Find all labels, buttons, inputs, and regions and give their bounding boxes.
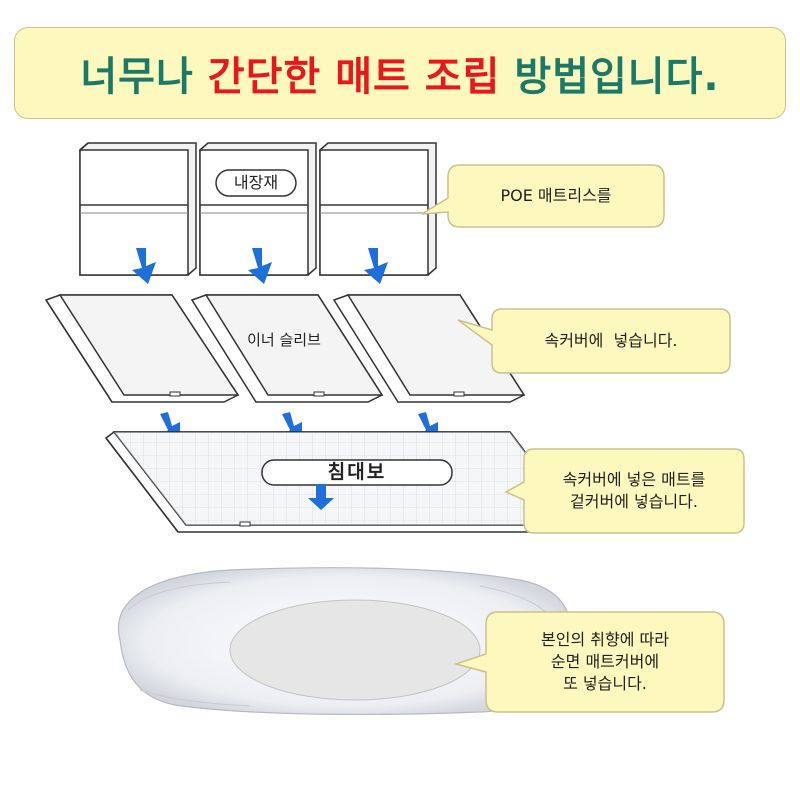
inner-material-label-box — [215, 169, 297, 197]
arrow-down-3 — [364, 248, 388, 284]
callout-2-line: 속커버에 넣습니다. — [544, 331, 678, 350]
callout-3-text: 속커버에 넣은 매트를 겉커버에 넣습니다. — [524, 469, 744, 513]
title-part-4: 조립 — [424, 54, 501, 100]
arrows-row-1 — [132, 248, 388, 284]
arrow-down-2 — [248, 248, 272, 284]
callout-4-line-3: 또 넣습니다. — [563, 674, 647, 693]
cotton-mattress-cover — [117, 567, 572, 716]
inner-sleeves — [44, 294, 526, 403]
callout-4-text: 본인의 취향에 따라 순면 매트커버에 또 넣습니다. — [486, 629, 724, 695]
title-banner: 너무나 간단한 매트 조립 방법입니다. — [14, 27, 786, 119]
sleeve-3 — [332, 294, 526, 403]
callout-4-line-2: 순면 매트커버에 — [550, 652, 660, 671]
callout-3-line-1: 속커버에 넣은 매트를 — [562, 470, 706, 489]
callout-1-line: POE 매트리스를 — [500, 186, 612, 205]
callout-4-line-1: 본인의 취향에 따라 — [541, 630, 669, 649]
callout-bubbles — [421, 164, 745, 713]
callout-1-shape — [421, 164, 665, 228]
title-part-1: 너무나 — [80, 54, 194, 100]
foam-block-1 — [79, 142, 197, 276]
sleeve-1 — [44, 294, 240, 403]
bed-cover-label: 침대보 — [327, 461, 387, 483]
callout-4-shape — [453, 611, 725, 713]
callout-2-text: 속커버에 넣습니다. — [492, 330, 730, 352]
inner-material-label: 내장재 — [233, 173, 279, 192]
arrow-down-7 — [308, 484, 334, 510]
title-part-2: 간단한 — [207, 54, 322, 100]
bed-cover-label-box — [261, 459, 453, 486]
callout-1-text: POE 매트리스를 — [448, 185, 664, 207]
sleeve-2 — [190, 294, 384, 403]
title-part-3: 매트 — [335, 54, 411, 100]
callout-3-shape — [504, 448, 745, 534]
callout-2-shape — [457, 308, 731, 374]
inner-sleeve-label: 이너 슬리브 — [247, 331, 321, 349]
arrow-down-1 — [132, 248, 156, 284]
callout-3-line-2: 겉커버에 넣습니다. — [570, 492, 698, 511]
title-part-5: 방법입니다. — [514, 54, 720, 100]
